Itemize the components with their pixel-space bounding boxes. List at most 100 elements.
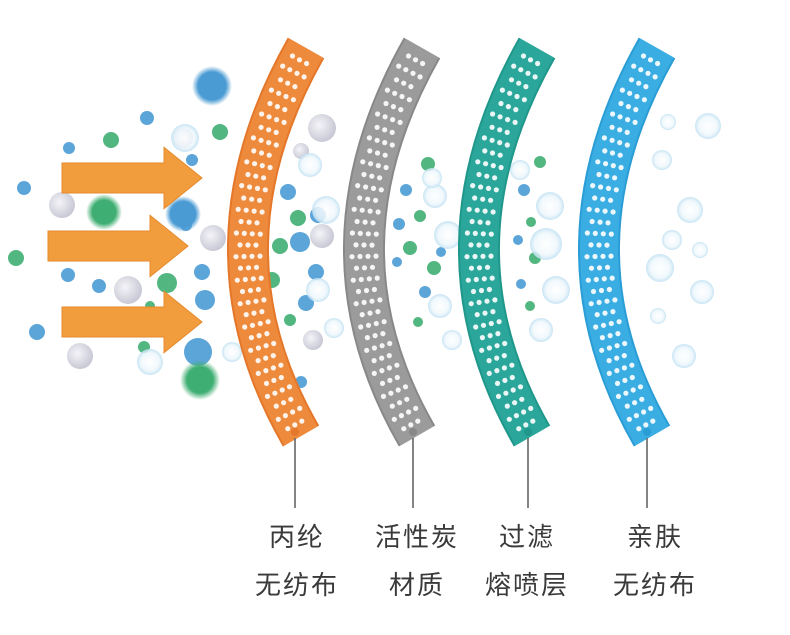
perforation-dot xyxy=(390,117,396,123)
layer-perforations xyxy=(584,53,661,432)
particle xyxy=(419,286,431,298)
perforation-dot xyxy=(489,137,495,143)
particle xyxy=(423,184,447,208)
perforation-dot xyxy=(505,117,511,123)
perforation-dot xyxy=(281,400,287,406)
perforation-dot xyxy=(645,70,651,76)
perforation-dot xyxy=(377,175,383,181)
particle xyxy=(414,210,426,222)
perforation-dot xyxy=(369,298,375,304)
perforation-dot xyxy=(245,242,251,248)
perforation-dot xyxy=(266,140,272,146)
perforation-dot xyxy=(594,312,600,318)
perforation-dot xyxy=(255,345,261,351)
perforation-dot xyxy=(621,365,628,371)
perforation-dot xyxy=(468,265,475,271)
perforation-dot xyxy=(606,358,612,364)
perforation-dot xyxy=(626,416,632,422)
perforation-dot xyxy=(255,370,261,376)
perforation-dot xyxy=(585,277,591,283)
perforation-dot xyxy=(274,117,280,123)
perforation-dot xyxy=(369,264,376,270)
perforation-dot xyxy=(382,152,388,158)
perforation-dot xyxy=(476,299,482,305)
perforation-dot xyxy=(370,220,376,226)
perforation-dot xyxy=(263,343,269,349)
perforation-dot xyxy=(484,264,491,270)
perforation-dot xyxy=(599,347,605,353)
particle xyxy=(137,349,163,375)
perforation-dot xyxy=(273,142,279,148)
perforation-dot xyxy=(271,377,277,383)
perforation-dot xyxy=(248,335,254,341)
layer-label-line2: 无纺布 xyxy=(254,571,339,601)
perforation-dot xyxy=(252,161,258,167)
perforation-dot xyxy=(278,374,284,381)
perforation-dot xyxy=(353,301,359,307)
perforation-dot xyxy=(489,124,495,130)
perforation-dot xyxy=(481,135,487,141)
perforation-dot xyxy=(360,159,366,165)
perforation-dot xyxy=(596,265,603,271)
perforation-dot xyxy=(597,219,603,225)
perforation-dot xyxy=(375,209,381,215)
perforation-dot xyxy=(622,340,628,347)
perforation-dot xyxy=(243,207,249,213)
perforation-dot xyxy=(264,331,270,337)
perforation-dot xyxy=(486,345,492,351)
perforation-dot xyxy=(503,390,509,396)
perforation-dot xyxy=(596,299,602,305)
perforation-dot xyxy=(357,253,363,260)
perforation-dot xyxy=(604,298,610,304)
perforation-dot xyxy=(627,90,633,96)
particle xyxy=(192,66,232,106)
perforation-dot xyxy=(509,374,515,381)
perforation-dot xyxy=(497,114,503,120)
perforation-dot xyxy=(482,310,488,316)
perforation-dot xyxy=(609,150,616,156)
perforation-dot xyxy=(354,218,360,225)
perforation-dot xyxy=(262,187,268,193)
perforation-dot xyxy=(601,276,607,282)
perforation-dot xyxy=(410,70,416,76)
perforation-dot xyxy=(523,84,529,90)
perforation-dot xyxy=(476,171,482,178)
perforation-dot xyxy=(282,107,288,113)
perforation-dot xyxy=(398,413,404,419)
perforation-dot xyxy=(480,231,486,237)
perforation-dot xyxy=(258,150,265,156)
particle xyxy=(180,219,192,231)
particle xyxy=(67,343,93,369)
perforation-dot xyxy=(379,343,385,349)
perforation-dot xyxy=(279,387,285,393)
filter-layer-1 xyxy=(343,37,441,447)
perforation-dot xyxy=(233,254,239,260)
perforation-dot xyxy=(520,53,527,59)
layer-label-line2: 无纺布 xyxy=(612,571,697,601)
perforation-dot xyxy=(398,107,404,113)
perforation-dot xyxy=(361,299,367,305)
layer-label-polypropylene: 丙纶 无纺布 xyxy=(222,514,372,610)
perforation-dot xyxy=(389,403,395,409)
perforation-dot xyxy=(364,347,370,353)
perforation-dot xyxy=(263,368,269,374)
perforation-dot xyxy=(239,288,246,295)
perforation-dot xyxy=(606,286,613,293)
perforation-dot xyxy=(609,124,615,130)
perforation-dot xyxy=(366,276,372,282)
perforation-dot xyxy=(517,384,524,390)
perforation-dot xyxy=(390,104,396,110)
layer-end-marker xyxy=(291,428,299,436)
perforation-dot xyxy=(273,403,279,409)
perforation-dot xyxy=(380,393,387,399)
perforation-dot xyxy=(355,183,361,189)
perforation-dot xyxy=(499,87,505,93)
perforation-dot xyxy=(521,97,528,103)
perforation-dot xyxy=(613,187,619,193)
particle xyxy=(92,279,106,293)
perforation-dot xyxy=(495,393,502,399)
perforation-dot xyxy=(241,230,247,236)
perforation-dot xyxy=(615,393,622,399)
particle xyxy=(49,192,75,218)
